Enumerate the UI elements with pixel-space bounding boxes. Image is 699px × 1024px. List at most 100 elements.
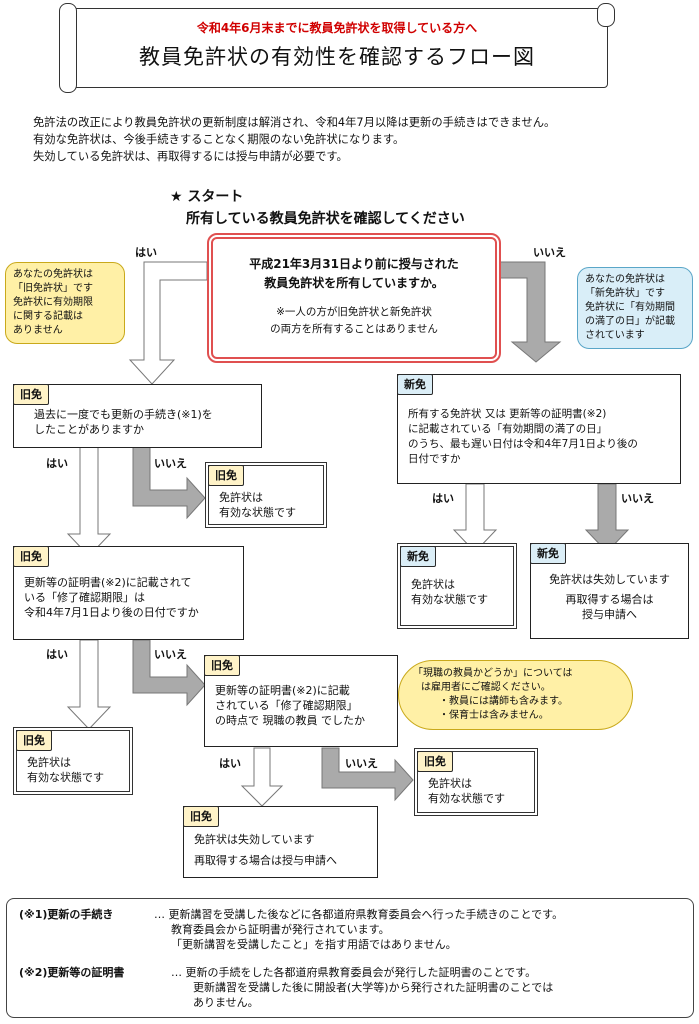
new-tag: 新免 [397, 374, 433, 395]
arrow-oldq3-no [321, 747, 414, 802]
old-valid-2-line-1: 免許状は [27, 756, 71, 769]
old-tag: 旧免 [13, 384, 49, 405]
note-2-line-1: … 更新の手続をした各都道府県教育委員会が発行した証明書のことです。 [171, 966, 537, 979]
main-question-line-2: 教員免許状を所有していますか。 [264, 276, 444, 290]
new-q-yes-label: はい [432, 492, 454, 505]
note-1-line-1: … 更新講習を受講した後などに各都道府県教育委員会へ行った手続きのことです。 [154, 908, 564, 921]
note-2-line-3: ありません。 [193, 996, 259, 1009]
bubble-new-line: 免許状に「有効期間 [585, 302, 675, 313]
old-q2-line-1: 更新等の証明書(※2)に記載されて [24, 576, 192, 589]
new-valid-line-2: 有効な状態です [411, 593, 488, 606]
new-expired-line-3: 授与申請へ [582, 608, 637, 621]
title-banner: 令和4年6月末までに教員免許状を取得している方へ 教員免許状の有効性を確認するフ… [59, 3, 615, 93]
footnotes-box: (※1)更新の手続き … 更新講習を受講した後などに各都道府県教育委員会へ行った… [6, 898, 694, 1018]
new-tag: 新免 [400, 546, 436, 567]
bubble-current-teacher: 「現職の教員かどうか」については は雇用者にご確認ください。 ・教員には講師も含… [398, 660, 633, 730]
old-expired-box: 旧免 免許状は失効しています 再取得する場合は授与申請へ [183, 806, 378, 878]
bubble-old-line: あなたの免許状は [13, 269, 93, 280]
arrow-main-yes [128, 261, 208, 385]
new-q-line-4: 日付ですか [408, 453, 461, 465]
bubble-current-line: ・保育士は含みません。 [439, 710, 549, 721]
old-q3-yes-label: はい [219, 757, 241, 770]
bubble-new-license: あなたの免許状は 「新免許状」です 免許状に「有効期間 の満了の日」が記載 され… [577, 267, 693, 349]
old-question-2-box: 旧免 更新等の証明書(※2)に記載されて いる「修了確認期限」は 令和4年7月1… [13, 546, 244, 640]
note-1-line-3: 「更新講習を受講したこと」を指す用語ではありません。 [171, 938, 457, 951]
arrow-newq-yes [452, 483, 498, 553]
old-valid-2-line-2: 有効な状態です [27, 771, 104, 784]
old-tag: 旧免 [417, 751, 453, 772]
note-2-label: (※2)更新等の証明書 [19, 966, 125, 979]
arrow-newq-no [584, 483, 630, 553]
main-question-box: 平成21年3月31日より前に授与された 教員免許状を所有していますか。 ※一人の… [207, 233, 501, 363]
arrow-oldq1-no [132, 446, 206, 520]
note-1-label: (※1)更新の手続き [19, 908, 114, 921]
old-q1-yes-label: はい [46, 457, 68, 470]
old-q2-line-3: 令和4年7月1日より後の日付ですか [24, 606, 199, 619]
old-q3-line-3: の時点で 現職の教員 でしたか [215, 714, 365, 727]
main-no-label: いいえ [533, 246, 566, 259]
old-tag: 旧免 [208, 465, 244, 486]
old-q1-line-1: 過去に一度でも更新の手続き(※1)を [34, 408, 213, 421]
old-q3-no-label: いいえ [345, 757, 378, 770]
bubble-old-line: に関する記載は [13, 311, 83, 322]
old-tag: 旧免 [183, 806, 219, 827]
bubble-old-line: ありません [13, 325, 63, 336]
arrow-oldq1-yes [66, 446, 112, 557]
new-q-line-3: のうち、最も遅い日付は令和4年7月1日より後の [408, 438, 638, 450]
old-valid-1-line-2: 有効な状態です [219, 506, 296, 519]
old-q3-line-2: されている「修了確認期限」 [215, 699, 358, 712]
old-tag: 旧免 [13, 546, 49, 567]
old-q3-line-1: 更新等の証明書(※2)に記載 [215, 684, 350, 697]
note-1-line-2: 教育委員会から証明書が発行されています。 [171, 923, 390, 936]
old-valid-3-line-2: 有効な状態です [428, 792, 505, 805]
note-2-line-2: 更新講習を受講した後に開設者(大学等)から発行された証明書のことでは [193, 981, 554, 994]
intro-line-1: 免許法の改正により教員免許状の更新制度は解消され、令和4年7月以降は更新の手続き… [33, 116, 556, 129]
old-valid-box-3: 旧免 免許状は 有効な状態です [414, 748, 538, 816]
bubble-old-line: 免許状に有効期限 [13, 297, 93, 308]
new-q-line-2: に記載されている「有効期間の満了の日」 [408, 423, 608, 435]
bubble-new-line: されています [585, 330, 645, 341]
new-tag: 新免 [530, 543, 566, 564]
intro-line-3: 失効している免許状は、再取得するには授与申請が必要です。 [33, 150, 348, 163]
main-question-line-1: 平成21年3月31日より前に授与された [249, 257, 459, 271]
title-subtitle: 令和4年6月末までに教員免許状を取得している方へ [196, 21, 478, 35]
main-yes-label: はい [135, 246, 157, 259]
old-valid-3-line-1: 免許状は [428, 777, 472, 790]
old-q1-no-label: いいえ [154, 457, 187, 470]
bubble-old-license: あなたの免許状は 「旧免許状」です 免許状に有効期限 に関する記載は ありません [5, 262, 125, 344]
old-tag: 旧免 [204, 655, 240, 676]
bubble-old-line: 「旧免許状」です [13, 283, 93, 294]
old-q2-yes-label: はい [46, 648, 68, 661]
arrow-main-no [488, 261, 562, 363]
bubble-new-line: あなたの免許状は [585, 274, 665, 285]
bubble-current-line: は雇用者にご確認ください。 [421, 682, 551, 693]
old-expired-line-2: 再取得する場合は授与申請へ [194, 854, 337, 867]
new-valid-box: 新免 免許状は 有効な状態です [397, 543, 517, 629]
old-valid-box-2: 旧免 免許状は 有効な状態です [13, 727, 133, 795]
intro-line-2: 有効な免許状は、今後手続きすることなく期限のない免許状になります。 [33, 133, 405, 146]
old-valid-box-1: 旧免 免許状は 有効な状態です [205, 462, 327, 528]
arrow-oldq3-yes [240, 747, 284, 807]
old-question-3-box: 旧免 更新等の証明書(※2)に記載 されている「修了確認期限」 の時点で 現職の… [204, 655, 398, 747]
old-expired-line-1: 免許状は失効しています [194, 833, 315, 846]
arrow-oldq2-yes [66, 639, 112, 730]
old-q1-line-2: したことがありますか [34, 423, 144, 436]
new-q-line-1: 所有する免許状 又は 更新等の証明書(※2) [408, 408, 607, 420]
new-expired-line-2: 再取得する場合は [565, 593, 654, 606]
main-question-note-1: ※一人の方が旧免許状と新免許状 [276, 306, 432, 318]
start-instruction: 所有している教員免許状を確認してください [186, 211, 465, 227]
start-label: ★ スタート [170, 189, 244, 205]
new-expired-line-1: 免許状は失効しています [549, 573, 670, 586]
main-question-note-2: の両方を所有することはありません [270, 323, 438, 335]
old-q2-line-2: いる「修了確認期限」は [24, 591, 145, 604]
new-expired-box: 新免 免許状は失効しています 再取得する場合は 授与申請へ [530, 543, 689, 639]
bubble-current-line: 「現職の教員かどうか」については [413, 668, 573, 679]
old-q2-no-label: いいえ [154, 648, 187, 661]
old-tag: 旧免 [16, 730, 52, 751]
old-question-1-box: 旧免 過去に一度でも更新の手続き(※1)を したことがありますか [13, 384, 262, 448]
new-q-no-label: いいえ [621, 492, 654, 505]
new-question-box: 新免 所有する免許状 又は 更新等の証明書(※2) に記載されている「有効期間の… [397, 374, 681, 484]
arrow-oldq2-no [132, 639, 206, 707]
page-title: 教員免許状の有効性を確認するフロー図 [139, 45, 535, 69]
